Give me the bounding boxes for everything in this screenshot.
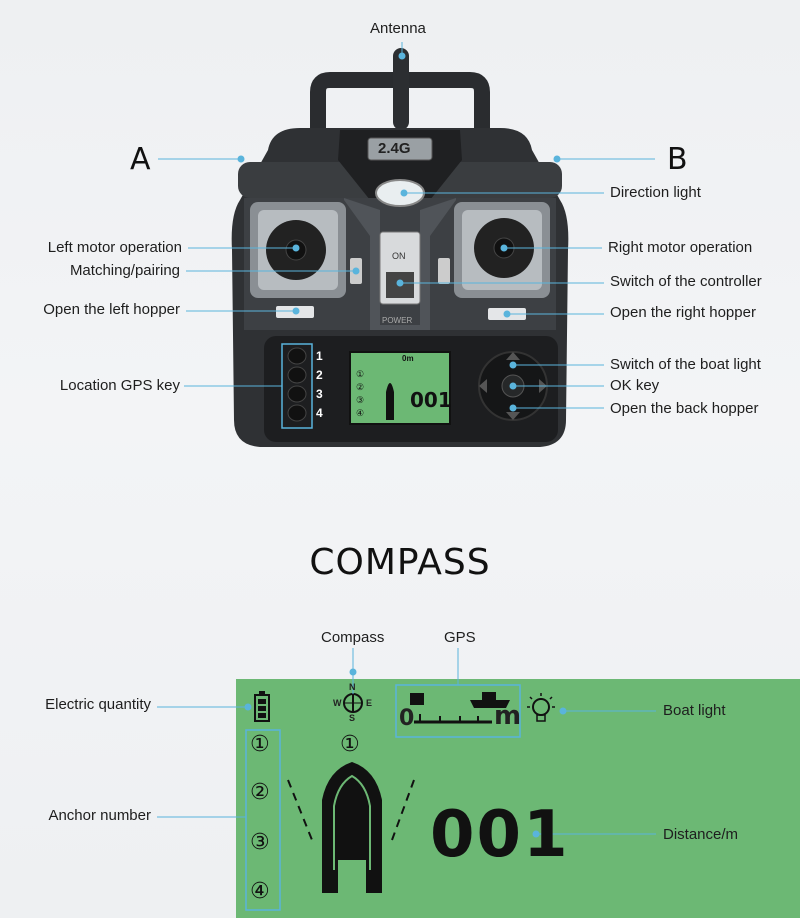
mini-scale: 0m [402, 354, 414, 363]
antenna [393, 48, 409, 130]
label-boat-light: Boat light [663, 702, 726, 719]
label-electric-quantity: Electric quantity [45, 696, 151, 713]
label-compass: Compass [321, 629, 385, 646]
label-direction-light: Direction light [610, 184, 701, 201]
controller-mini-icon [410, 693, 424, 705]
mini-anchor-4: ④ [356, 408, 365, 418]
label-distance: Distance/m [663, 826, 739, 843]
distance-value: 001 [430, 798, 570, 872]
band-label: 2.4G [378, 140, 411, 157]
label-switch-controller: Switch of the controller [610, 273, 762, 290]
mini-anchor-3: ③ [356, 395, 365, 405]
power-label: POWER [382, 316, 413, 325]
heading-left-dash [287, 779, 313, 841]
anchor-2: ② [250, 780, 270, 805]
label-a: A [130, 142, 151, 177]
scale-zero: 0 [399, 706, 415, 731]
label-right-motor: Right motor operation [608, 239, 753, 256]
compass-e: E [366, 698, 373, 708]
label-anchor-number: Anchor number [48, 807, 151, 824]
label-b: B [667, 142, 688, 177]
label-open-right-hopper: Open the right hopper [610, 304, 756, 321]
gps-key-3 [287, 385, 307, 403]
label-location-gps-key: Location GPS key [59, 377, 180, 394]
label-open-back-hopper: Open the back hopper [610, 400, 759, 417]
boat-icon [322, 762, 382, 893]
label-matching: Matching/pairing [69, 262, 180, 279]
boat-mini-icon [470, 700, 510, 708]
heading-right-dash [391, 779, 415, 841]
gps-key-label-3: 3 [316, 387, 323, 401]
gps-key-1 [287, 347, 307, 365]
mini-anchor-2: ② [356, 382, 365, 392]
label-left-motor: Left motor operation [47, 239, 182, 256]
anchor-4: ④ [250, 879, 270, 904]
gps-key-label-4: 4 [316, 406, 323, 420]
mini-distance: 001 [410, 388, 452, 412]
label-switch-boat-light: Switch of the boat light [610, 356, 761, 373]
gps-key-label-2: 2 [316, 368, 323, 382]
compass-s: S [349, 713, 356, 723]
compass-w: W [333, 698, 342, 708]
scale-unit: m [494, 701, 522, 731]
anchor-3: ③ [250, 830, 270, 855]
label-open-left-hopper: Open the left hopper [43, 301, 180, 318]
mini-lcd [349, 351, 451, 425]
heading-anchor: ① [340, 732, 360, 757]
mini-anchor-1: ① [356, 369, 365, 379]
label-ok-key: OK key [610, 377, 660, 394]
gps-key-label-1: 1 [316, 349, 323, 363]
label-antenna: Antenna [370, 20, 426, 37]
anchor-1: ① [250, 732, 270, 757]
anchor-bracket [245, 729, 281, 911]
compass-n: N [349, 682, 356, 692]
label-gps: GPS [444, 629, 476, 646]
gps-key-2 [287, 366, 307, 384]
gps-key-4 [287, 404, 307, 422]
on-label: ON [392, 251, 406, 261]
section-title: COMPASS [309, 542, 491, 583]
boat-light-icon [532, 698, 550, 716]
